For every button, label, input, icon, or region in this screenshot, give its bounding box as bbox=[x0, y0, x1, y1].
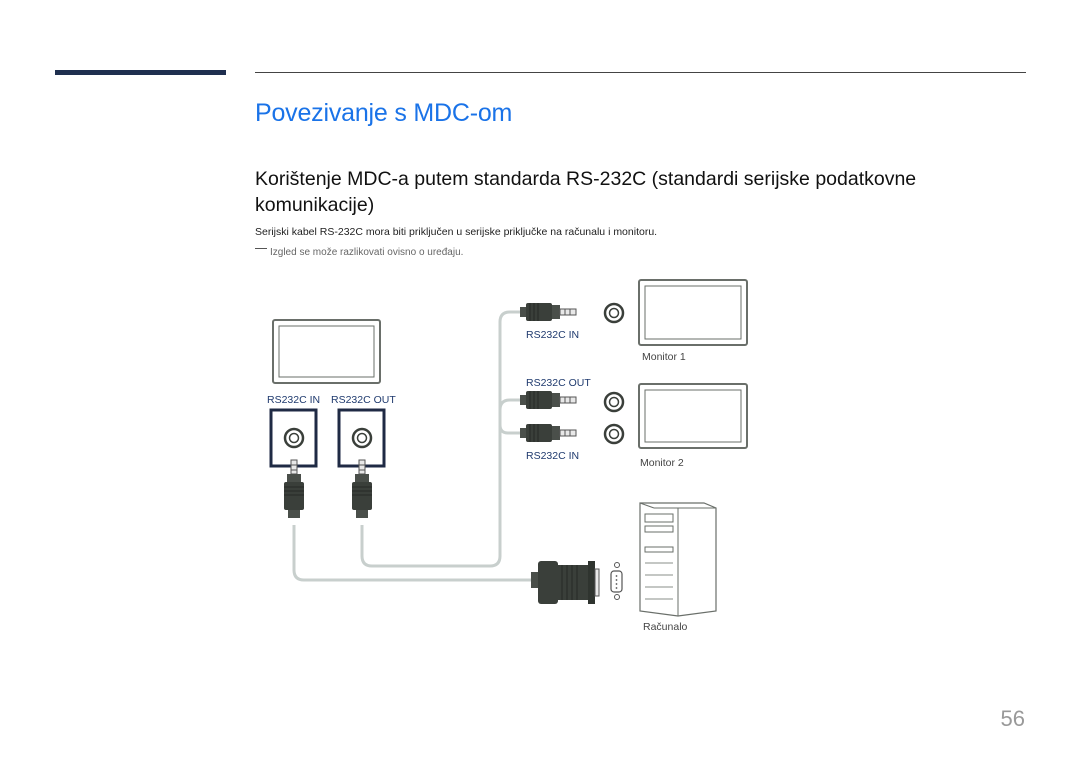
monitor1-jack bbox=[603, 302, 625, 324]
monitor-1 bbox=[638, 279, 748, 346]
left-out-port bbox=[337, 408, 386, 468]
bottom-in-plug bbox=[519, 423, 577, 443]
top-in-label: RS232C IN bbox=[526, 329, 579, 341]
note: Izgled se može razlikovati ovisno o uređ… bbox=[255, 247, 463, 258]
monitor2-label: Monitor 2 bbox=[640, 457, 684, 469]
note-text: Izgled se može razlikovati ovisno o uređ… bbox=[270, 247, 464, 258]
out-label: RS232C OUT bbox=[526, 377, 591, 389]
db9-connector bbox=[531, 561, 600, 604]
left-in-port bbox=[269, 408, 318, 468]
page-number: 56 bbox=[1000, 706, 1025, 731]
monitor1-label: Monitor 1 bbox=[642, 351, 686, 363]
computer-tower bbox=[639, 502, 717, 617]
header-rule bbox=[255, 72, 1026, 73]
cables bbox=[292, 310, 536, 582]
monitor2-out-jack bbox=[603, 391, 625, 413]
bottom-in-label: RS232C IN bbox=[526, 450, 579, 462]
dash-note-icon bbox=[255, 247, 267, 249]
body-text: Serijski kabel RS-232C mora biti priklju… bbox=[255, 226, 658, 238]
header-accent-bar bbox=[55, 70, 226, 75]
left-monitor-in-label: RS232C IN bbox=[267, 394, 320, 406]
left-in-plug bbox=[283, 459, 305, 519]
left-out-plug bbox=[351, 459, 373, 519]
page-title: Povezivanje s MDC-om bbox=[255, 99, 513, 127]
monitor2-in-jack bbox=[603, 423, 625, 445]
left-monitor bbox=[272, 319, 381, 384]
top-in-plug bbox=[519, 302, 577, 322]
computer-label: Računalo bbox=[643, 621, 688, 633]
monitor-2 bbox=[638, 383, 748, 449]
serial-port-icon bbox=[610, 562, 623, 600]
left-monitor-out-label: RS232C OUT bbox=[331, 394, 396, 406]
section-heading: Korištenje MDC-a putem standarda RS-232C… bbox=[255, 168, 917, 216]
out-plug bbox=[519, 390, 577, 410]
